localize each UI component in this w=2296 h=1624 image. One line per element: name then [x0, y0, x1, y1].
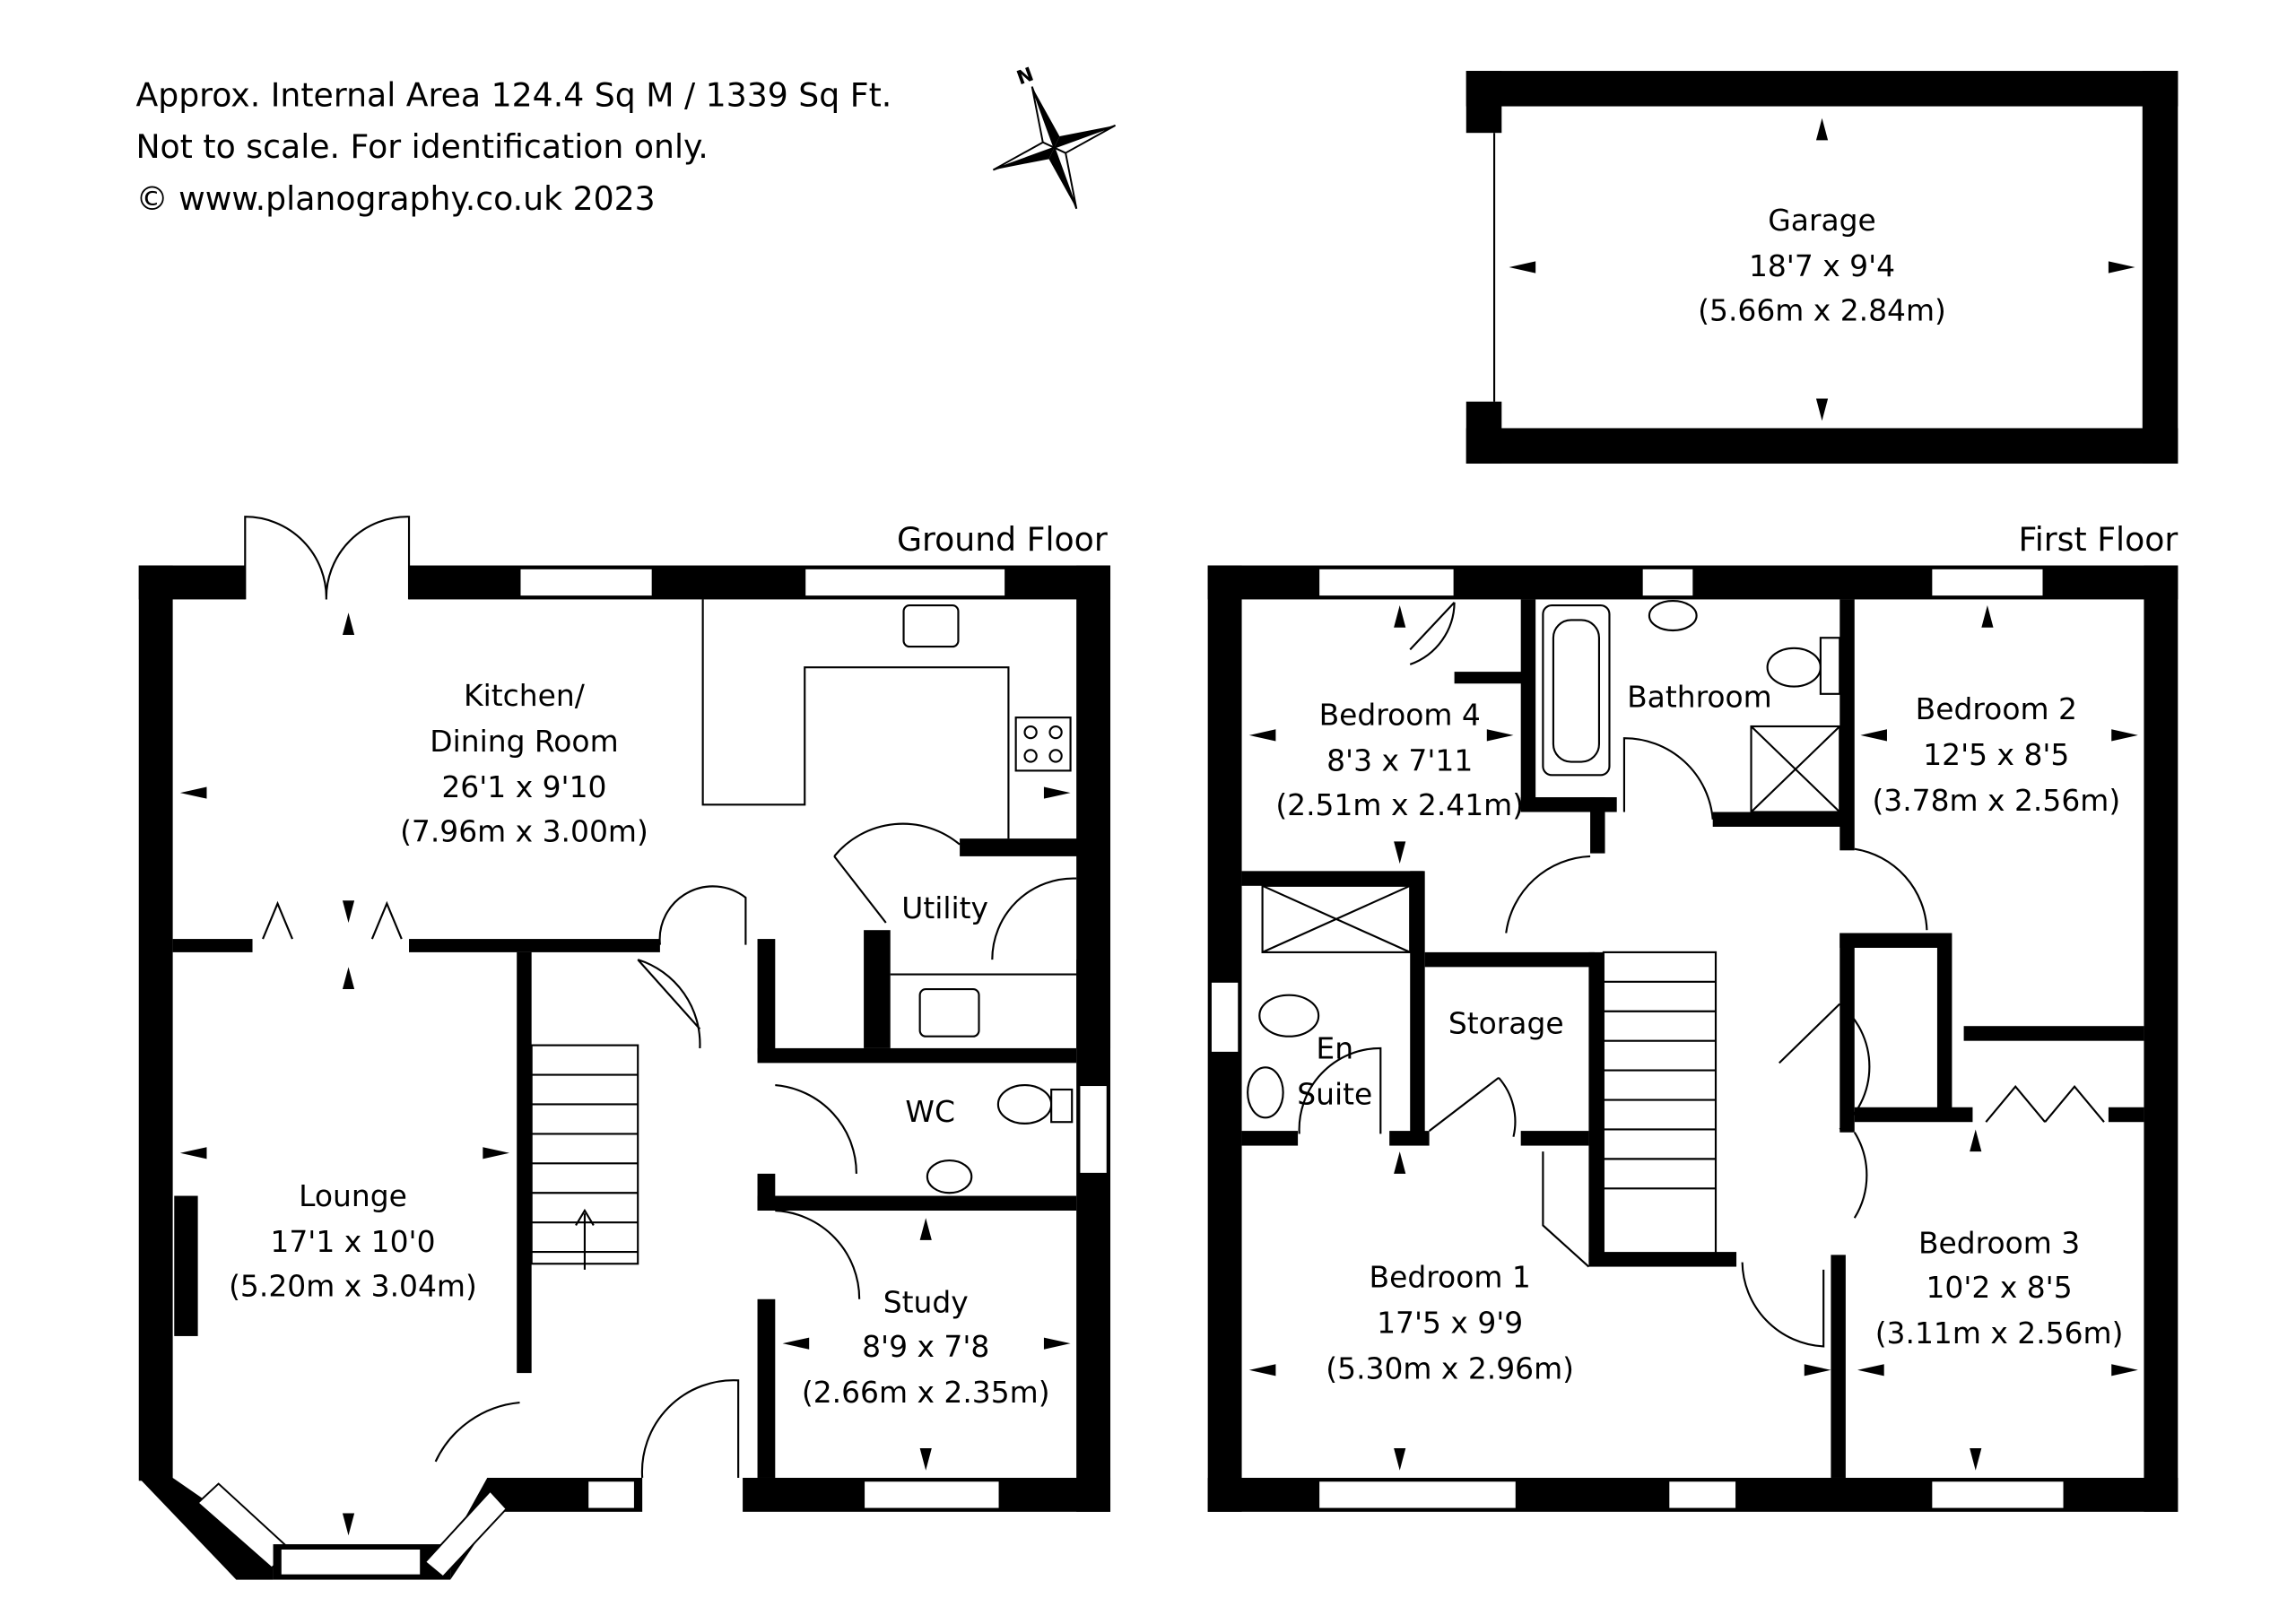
bedroom3-imperial: 10'2 x 8'5	[1926, 1270, 2073, 1305]
copyright-note: © www.planography.co.uk 2023	[135, 179, 655, 218]
bedroom2-name: Bedroom 2	[1916, 691, 2077, 726]
bedroom1-name: Bedroom 1	[1370, 1260, 1531, 1295]
kitchen-metric: (7.96m x 3.00m)	[400, 813, 648, 848]
bedroom2-metric: (3.78m x 2.56m)	[1872, 783, 2120, 818]
ground-floor-title: Ground Floor	[897, 520, 1108, 559]
bedroom1-imperial: 17'5 x 9'9	[1377, 1306, 1523, 1341]
area-note: Approx. Internal Area 124.4 Sq M / 1339 …	[135, 76, 891, 115]
bedroom4-name: Bedroom 4	[1319, 697, 1481, 732]
header-notes: Approx. Internal Area 124.4 Sq M / 1339 …	[135, 76, 891, 218]
lounge-imperial: 17'1 x 10'0	[270, 1224, 435, 1259]
ensuite-name-line2: Suite	[1297, 1076, 1372, 1111]
garage-name: Garage	[1768, 203, 1876, 238]
utility-name: Utility	[901, 890, 988, 925]
kitchen-name-line2: Dining Room	[430, 724, 618, 759]
garage-plan: Garage 18'7 x 9'4 (5.66m x 2.84m)	[1465, 71, 2179, 464]
garage-imperial: 18'7 x 9'4	[1749, 248, 1895, 283]
bedroom3-name: Bedroom 3	[1918, 1226, 2080, 1261]
garage-metric: (5.66m x 2.84m)	[1698, 292, 1946, 327]
study-imperial: 8'9 x 7'8	[862, 1329, 989, 1364]
study-metric: (2.66m x 2.35m)	[802, 1375, 1050, 1410]
lounge-name: Lounge	[299, 1178, 407, 1213]
bedroom3-metric: (3.11m x 2.56m)	[1875, 1316, 2124, 1350]
lounge-metric: (5.20m x 3.04m)	[229, 1268, 477, 1303]
kitchen-name-line1: Kitchen/	[464, 678, 586, 713]
bedroom2-imperial: 12'5 x 8'5	[1923, 737, 2069, 772]
bedroom4-metric: (2.51m x 2.41m)	[1275, 787, 1524, 822]
wc-name: WC	[905, 1094, 955, 1129]
bathroom-name: Bathroom	[1627, 680, 1772, 715]
study-name: Study	[883, 1285, 969, 1320]
first-floor-title: First Floor	[2019, 520, 2179, 559]
kitchen-imperial: 26'1 x 9'10	[441, 769, 606, 804]
ground-floor-plan: Kitchen/ Dining Room 26'1 x 9'10 (7.96m …	[138, 516, 1111, 1580]
scale-disclaimer: Not to scale. For identification only.	[135, 127, 708, 166]
bedroom4-imperial: 8'3 x 7'11	[1326, 743, 1473, 777]
bedroom1-metric: (5.30m x 2.96m)	[1326, 1351, 1574, 1386]
ensuite-name-line1: En	[1316, 1030, 1353, 1065]
storage-name: Storage	[1448, 1005, 1564, 1040]
first-floor-plan: Bedroom 4 8'3 x 7'11 (2.51m x 2.41m) Bat…	[1207, 565, 2179, 1512]
